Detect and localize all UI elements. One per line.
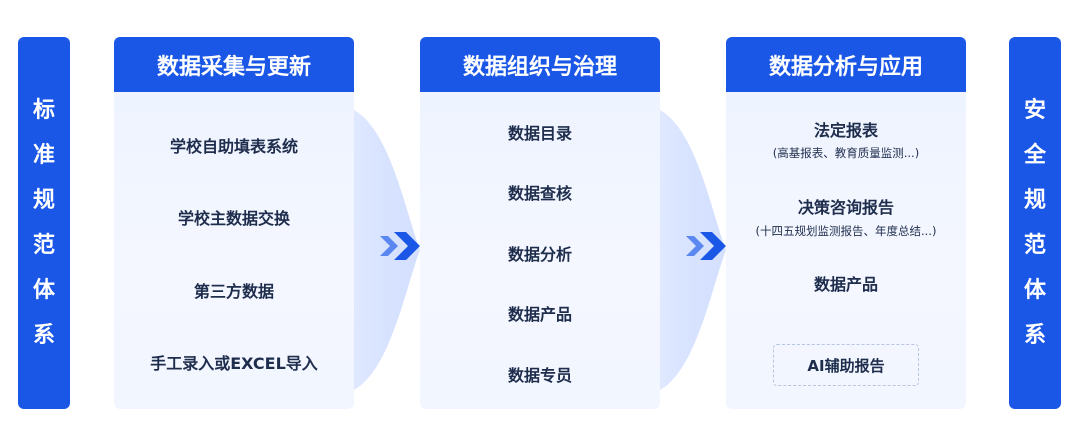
double-chevron-right-icon: [686, 232, 726, 260]
double-chevron-right-icon: [380, 232, 420, 260]
standard-norms-bar: 标 准 规 范 体 系: [18, 37, 70, 409]
decision-report-note: (十四五规划监测报告、年度总结...): [755, 224, 937, 238]
data-product-item: 数据产品: [813, 275, 878, 294]
application-column-title: 数据分析与应用: [726, 37, 966, 92]
governance-item: 数据产品: [507, 305, 572, 324]
right-bar-char: 范: [1023, 233, 1046, 258]
collection-item: 学校主数据交换: [177, 209, 290, 228]
left-bar-char: 规: [32, 188, 55, 213]
application-column: 数据分析与应用 法定报表 (高基报表、教育质量监测...) 决策咨询报告 (十四…: [726, 37, 966, 409]
collection-item: 第三方数据: [193, 282, 274, 301]
right-bar-char: 体: [1023, 278, 1046, 303]
left-bar-char: 系: [32, 323, 55, 348]
right-bar-char: 系: [1023, 323, 1046, 348]
flow-connector-2: [660, 110, 726, 390]
left-bar-char: 体: [32, 278, 55, 303]
collection-column: 数据采集与更新 学校自助填表系统 学校主数据交换 第三方数据 手工录入或EXCE…: [114, 37, 354, 409]
right-bar-char: 安: [1023, 98, 1046, 123]
statutory-report-note: (高基报表、教育质量监测...): [772, 146, 920, 160]
governance-item: 数据查核: [507, 184, 572, 203]
left-bar-char: 标: [32, 98, 55, 123]
collection-item: 手工录入或EXCEL导入: [150, 354, 318, 373]
statutory-report-item: 法定报表: [813, 121, 878, 140]
ai-assisted-report-badge: AI辅助报告: [773, 344, 919, 386]
governance-column: 数据组织与治理 数据目录 数据查核 数据分析 数据产品 数据专员: [420, 37, 660, 409]
governance-item: 数据分析: [507, 245, 572, 264]
flow-connector-1: [354, 110, 420, 390]
decision-report-item: 决策咨询报告: [797, 198, 894, 217]
right-bar-char: 全: [1023, 143, 1046, 168]
right-bar-char: 规: [1023, 188, 1046, 213]
collection-item: 学校自助填表系统: [169, 137, 298, 156]
security-norms-bar: 安 全 规 范 体 系: [1009, 37, 1061, 409]
governance-item: 数据目录: [507, 124, 572, 143]
governance-item: 数据专员: [507, 366, 572, 385]
left-bar-char: 范: [32, 233, 55, 258]
left-bar-char: 准: [32, 143, 55, 168]
collection-column-title: 数据采集与更新: [114, 37, 354, 92]
governance-column-title: 数据组织与治理: [420, 37, 660, 92]
